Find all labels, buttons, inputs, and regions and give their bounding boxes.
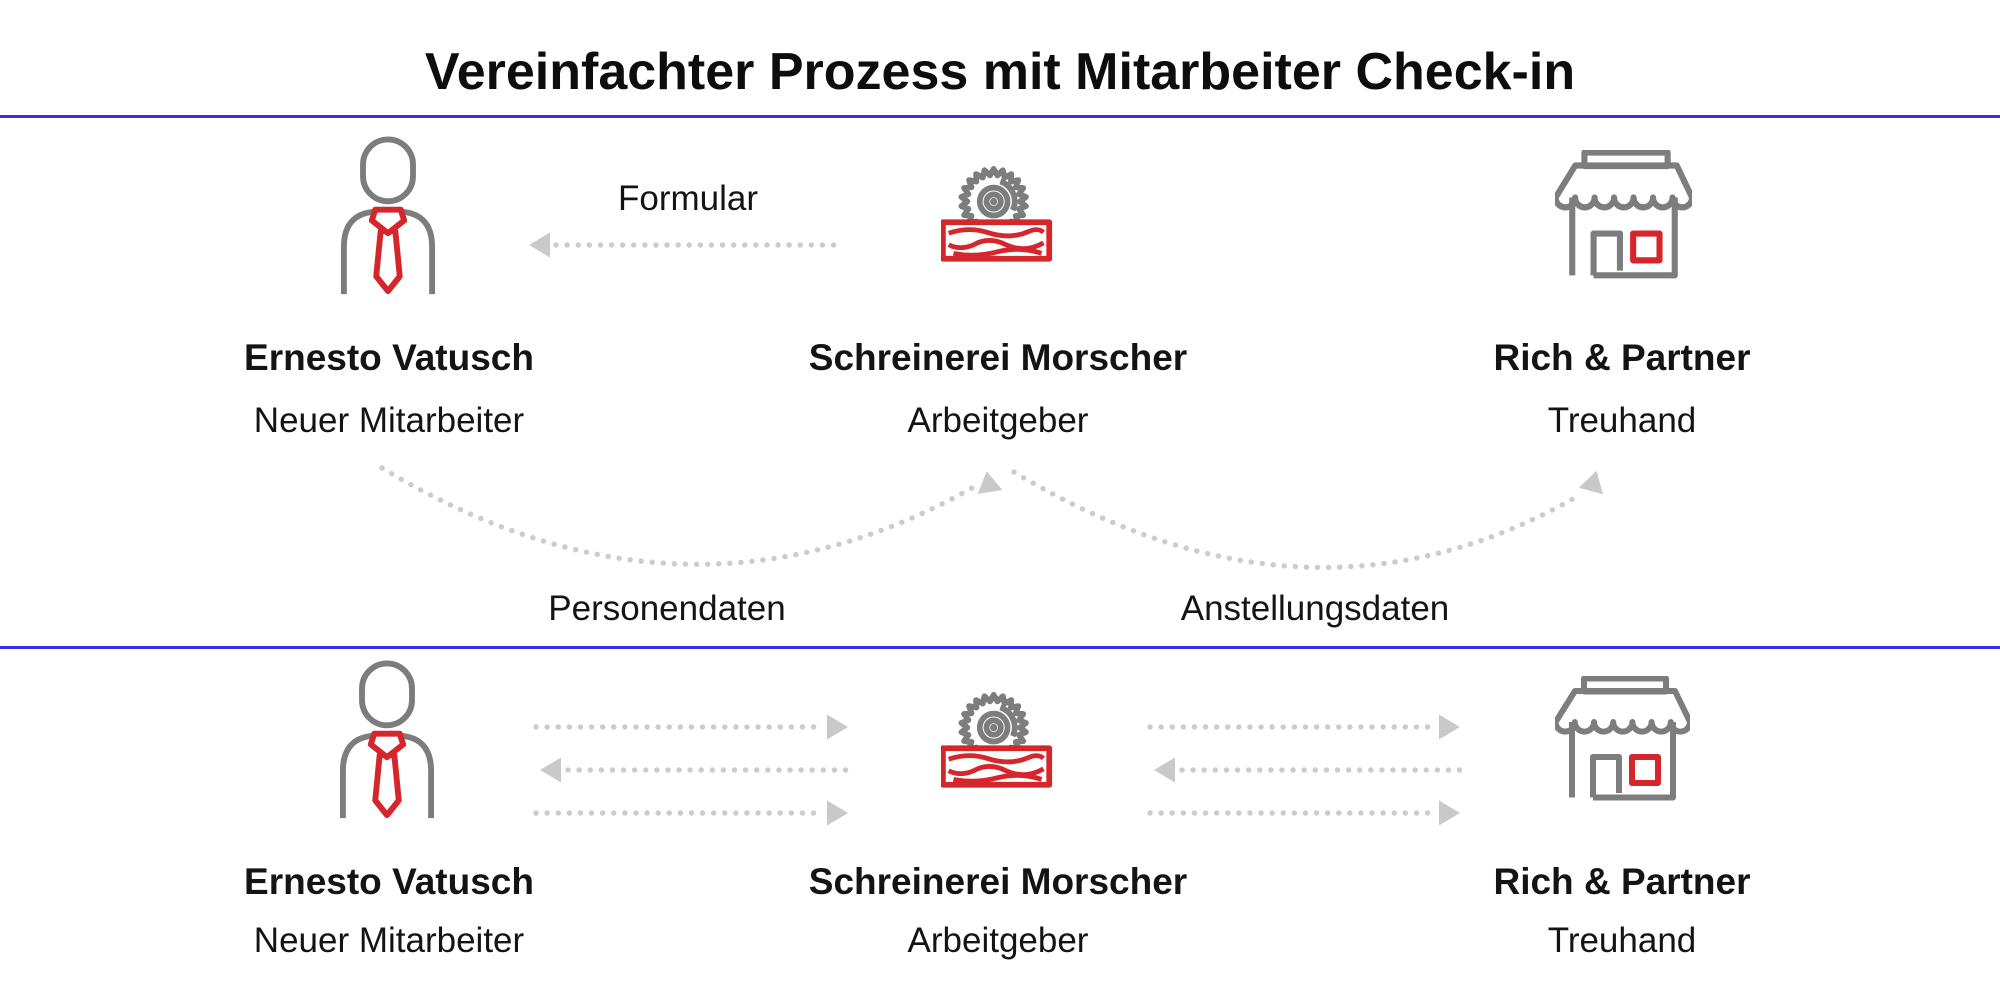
actor-role: Neuer Mitarbeiter: [253, 921, 525, 960]
circular-saw-wood-icon: [941, 166, 1054, 269]
circular-saw-wood-icon: [941, 692, 1054, 795]
actor-role: Treuhand: [1547, 401, 1697, 440]
actor-name: Schreinerei Morscher: [808, 337, 1188, 378]
arrowhead-up-icon: [974, 469, 1003, 494]
actor-name: Rich & Partner: [1493, 337, 1751, 378]
arrowheads: [529, 232, 1609, 826]
actor-name: Schreinerei Morscher: [808, 861, 1188, 902]
section-divider-bottom: [0, 646, 2000, 649]
actor-name: Ernesto Vatusch: [244, 337, 534, 378]
arrowhead-up-icon: [1578, 467, 1609, 495]
arrowhead-left-icon: [1154, 757, 1175, 783]
diagram-title: Vereinfachter Prozess mit Mitarbeiter Ch…: [424, 43, 1576, 101]
actor-name: Ernesto Vatusch: [244, 861, 534, 902]
person-tie-icon: [339, 136, 437, 303]
arrow-label-anstellungsdaten: Anstellungsdaten: [1180, 589, 1450, 628]
actor-role: Treuhand: [1547, 921, 1697, 960]
storefront-icon: [1555, 676, 1690, 808]
arrowhead-right-icon: [827, 714, 848, 740]
storefront-icon: [1555, 150, 1692, 286]
arrowhead-left-icon: [540, 757, 561, 783]
person-tie-icon: [338, 660, 436, 827]
arrowhead-right-icon: [1439, 800, 1460, 826]
arrow-label-formular: Formular: [617, 179, 759, 218]
arrow-label-personendaten: Personendaten: [548, 589, 786, 628]
actor-name: Rich & Partner: [1493, 861, 1751, 902]
actor-role: Arbeitgeber: [907, 401, 1089, 440]
personendaten-arc: [379, 465, 975, 567]
arrowhead-left-icon: [529, 232, 550, 258]
section-divider-top: [0, 115, 2000, 118]
arrowhead-right-icon: [827, 800, 848, 826]
anstellungsdaten-arc: [1011, 469, 1581, 571]
arrowhead-right-icon: [1439, 714, 1460, 740]
actor-role: Arbeitgeber: [907, 921, 1089, 960]
actor-role: Neuer Mitarbeiter: [253, 401, 525, 440]
